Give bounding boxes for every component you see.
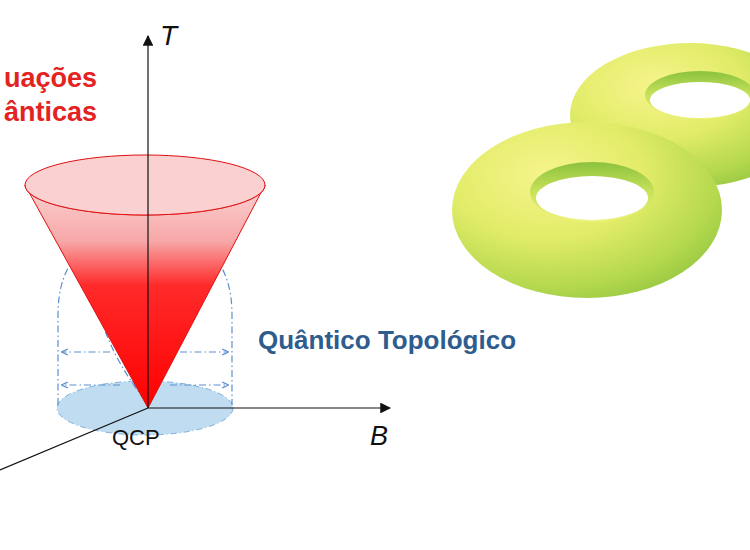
dome-arrow	[180, 351, 228, 352]
point-label: QCP	[112, 424, 160, 452]
axis-label: T	[160, 18, 177, 53]
torus-hole	[650, 82, 750, 118]
cone-top	[25, 155, 265, 215]
torus-body	[452, 122, 722, 298]
title-fragment: uações ânticas	[4, 62, 97, 130]
dome-arrow	[62, 384, 120, 385]
phase-label: Quântico Topológico	[258, 324, 516, 357]
dome-arrow	[170, 384, 228, 385]
axes	[0, 36, 390, 470]
torus-front	[452, 122, 722, 298]
critical-cone	[25, 185, 265, 408]
torus-hole-rim	[645, 71, 750, 119]
torus-hole	[536, 176, 648, 220]
torus-hole-rim	[530, 162, 654, 222]
axis-label: B	[370, 420, 388, 454]
b-axis	[148, 407, 390, 408]
dome-arrow	[62, 351, 110, 352]
t-axis	[147, 36, 148, 408]
